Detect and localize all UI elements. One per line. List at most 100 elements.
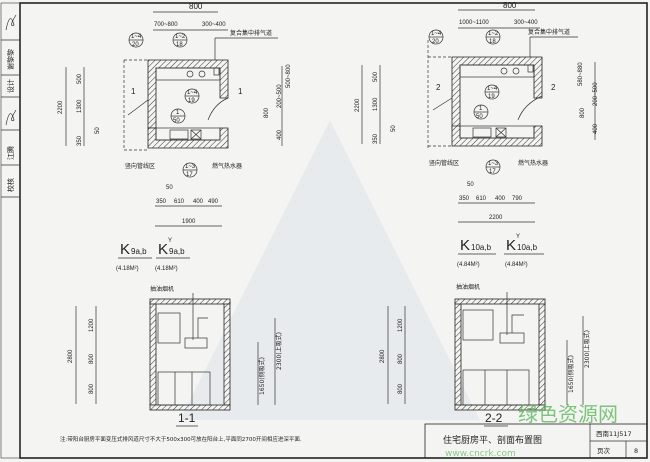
dim-label: 580~880 [578,62,584,86]
dim-label: 300~400 [202,22,226,28]
dim-label: 800 [503,1,517,10]
svg-text:K: K [120,241,130,258]
svg-text:1~2: 1~2 [488,31,499,37]
callout-1: 1~420 [428,29,444,45]
dim-label: 800 [398,383,404,394]
plan-1: 800 700~800 300~400 复合集中排气道 1~420 1~218 … [58,2,292,272]
dim-label: 350 [77,135,83,146]
callout-5: 1~317 [182,162,198,178]
svg-text:20: 20 [132,42,139,48]
side-hood-height: 1650(侧吸式) [567,355,575,393]
svg-text:20: 20 [432,39,439,45]
svg-text:Y: Y [168,238,172,244]
svg-text:9a,b: 9a,b [131,247,147,256]
dim-label: 350 [373,133,379,144]
side-hood-height: 1650(侧吸式) [258,357,266,395]
title-block: 住宅厨房平、剖面布置图 www.cncrk.com 西南11J517 页次 8 [424,423,648,459]
dim-label: 500 [373,71,379,82]
svg-text:1~3: 1~3 [488,161,499,167]
checker-name: 江腾 [6,146,15,160]
dim-label: 800 [89,383,95,394]
svg-text:(4.18M²): (4.18M²) [155,266,178,272]
dim-label: 50 [391,125,397,132]
dim-label: 50 [166,185,173,191]
svg-text:1~4: 1~4 [487,86,498,92]
dim-label: 500~800 [286,64,292,88]
svg-text:10a,b: 10a,b [517,243,538,252]
pipe-zone-label: 竖向管线区 [429,159,459,167]
dim-label: 50 [467,182,474,188]
svg-text:(4.84M²): (4.84M²) [457,262,480,268]
dim-label: 1200 [398,318,404,332]
svg-text:Y: Y [516,234,520,240]
callout-5: 1~317 [485,159,501,175]
dim-label: 50 [95,127,101,134]
gas-heater-label: 燃气热水器 [212,162,242,170]
svg-text:50: 50 [476,114,483,120]
svg-text:17: 17 [489,169,496,175]
svg-text:K: K [460,237,470,254]
dim-label: 400 [495,196,506,202]
sign-strip: 谢黎黎 设计 江腾 校核 [0,2,21,459]
pipe-zone-label: 竖向管线区 [125,162,155,170]
page-label: 页次 [597,446,611,455]
svg-text:9a,b: 9a,b [169,247,185,256]
section-title: 1-1 [178,411,196,425]
svg-text:19: 19 [188,98,195,104]
dim-label: 700~800 [154,22,178,28]
svg-text:1~4: 1~4 [131,34,142,40]
dim-label: 200~500 [593,82,599,106]
svg-text:1~2: 1~2 [175,34,186,40]
svg-text:1~4: 1~4 [187,90,198,96]
dim-label: 2800 [68,349,74,363]
callout-3: 1~419 [184,88,200,104]
dim-label: 300~400 [514,20,538,26]
svg-text:1: 1 [176,110,180,116]
dim-label: 1300 [77,99,83,113]
dim-label: 800 [580,107,586,118]
dim-label: 2200 [355,98,361,112]
dim-label: 610 [476,196,487,202]
section-mark: 1 [238,87,243,96]
range-hood-label: 抽油烟机 [150,285,174,293]
gas-heater-label: 燃气热水器 [518,159,548,167]
dim-label: 800 [189,2,203,11]
dim-label: 490 [208,199,219,205]
designer-label: 设计 [6,79,15,93]
svg-text:18: 18 [489,39,496,45]
svg-text:18: 18 [176,42,183,48]
dim-label: 2200 [58,100,64,114]
dim-label: 400 [593,123,599,134]
page-number: 8 [634,447,638,455]
callout-2: 1~218 [172,32,188,48]
svg-text:(4.18M²): (4.18M²) [116,266,139,272]
callout-3: 1~419 [484,84,500,100]
dim-label: 200~500 [277,84,283,108]
svg-text:1~3: 1~3 [185,164,196,170]
callout-2: 1~218 [485,29,501,45]
exhaust-duct-label: 复合集中排气道 [528,28,570,36]
section-mark: 2 [551,83,556,92]
svg-text:K: K [158,241,168,258]
checker-label: 校核 [6,178,15,192]
dim-label: 1900 [182,219,196,225]
watermark-url: www.cncrk.com [445,449,516,459]
drawing-title: 住宅厨房平、剖面布置图 [443,434,542,446]
dim-label: 350 [459,196,470,202]
dim-label: 1200 [89,318,95,332]
dim-label: 400 [277,129,283,140]
watermark-logo: 绿色资源网 [518,402,618,426]
exhaust-duct-label: 复合集中排气道 [230,29,272,37]
callout-4: 150 [170,108,186,124]
section-title: 2-2 [485,411,503,425]
dim-label: 2200 [489,215,503,221]
top-hood-height: 2300(上吸式) [583,330,591,368]
dim-label: 2800 [380,349,386,363]
dim-label: 800 [398,353,404,364]
dim-label: 1300 [373,97,379,111]
drawing-note: 注:带阳台厨房平面变压式排风道尺寸不大于500x300可放在阳台上,平面同270… [60,435,302,443]
svg-text:10a,b: 10a,b [471,243,492,252]
